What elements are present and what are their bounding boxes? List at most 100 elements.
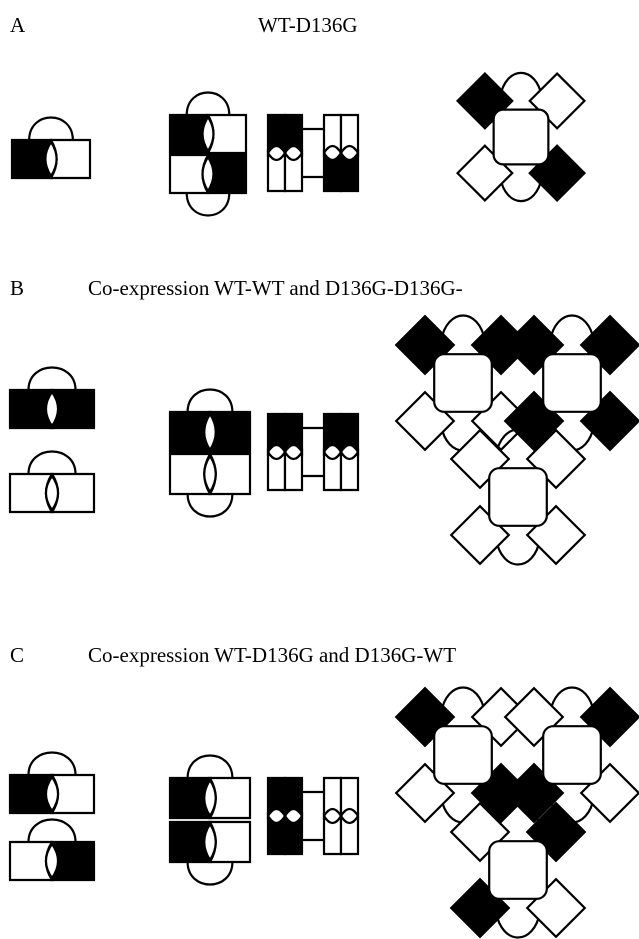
panel-c-letter: C bbox=[10, 643, 24, 667]
linked-block bbox=[283, 812, 304, 856]
panel-c-tetramer-3 bbox=[449, 801, 587, 939]
linked-block bbox=[322, 448, 343, 492]
tetramer-subunit bbox=[503, 314, 565, 376]
tetramer-pore bbox=[542, 353, 602, 413]
panel-c-tetramer-1 bbox=[394, 686, 532, 824]
subunit-lens bbox=[44, 842, 60, 880]
linked-block bbox=[322, 412, 343, 456]
panel-a-tetramer bbox=[455, 71, 587, 203]
subunit-loop bbox=[27, 751, 77, 776]
tetramer-loop-top bbox=[439, 314, 487, 342]
tetramer-pore bbox=[433, 725, 493, 785]
linked-block bbox=[339, 113, 360, 157]
subunit-lens bbox=[203, 411, 217, 453]
subunit-loop bbox=[185, 192, 231, 217]
subunit-loop bbox=[185, 91, 231, 116]
subunit-lens bbox=[203, 777, 217, 819]
linked-block bbox=[283, 149, 304, 193]
panel-a-title: WT-D136G bbox=[258, 13, 358, 37]
subunit-loop bbox=[186, 861, 234, 886]
linked-block bbox=[283, 776, 304, 820]
subunit-loop bbox=[27, 366, 77, 391]
linked-block bbox=[266, 113, 287, 157]
tetramer-pore bbox=[542, 725, 602, 785]
panel-a-monomer bbox=[10, 116, 92, 180]
panel-c: C Co-expression WT-D136G and D136G-WT bbox=[8, 643, 639, 939]
tetramer-loop-top bbox=[494, 801, 542, 829]
subunit-lens bbox=[203, 821, 217, 863]
panel-a-dimer-linked-pair bbox=[266, 113, 360, 193]
panel-c-monomer-1 bbox=[8, 751, 96, 815]
linked-block bbox=[266, 149, 287, 193]
panel-c-tetramer-2 bbox=[503, 686, 639, 824]
panel-b-title: Co-expression WT-WT and D136G-D136G- bbox=[88, 276, 463, 300]
panel-b-dimer-linked-pair bbox=[266, 412, 360, 492]
linked-block bbox=[283, 448, 304, 492]
linked-block bbox=[339, 812, 360, 856]
tetramer-loop-top bbox=[494, 428, 542, 456]
panel-b-tetramer-2 bbox=[503, 314, 639, 452]
subunit-lens bbox=[201, 154, 215, 194]
tetramer-loop-top bbox=[548, 314, 596, 342]
tetramer-subunit bbox=[528, 71, 587, 130]
tetramer-pore bbox=[433, 353, 493, 413]
linked-block bbox=[266, 448, 287, 492]
panel-c-dimer-linked-pair bbox=[266, 776, 360, 856]
tetramer-loop-bottom bbox=[494, 911, 542, 939]
panel-b-monomer-empty bbox=[8, 450, 96, 514]
subunit-lens bbox=[44, 775, 60, 813]
tetramer-pore bbox=[488, 840, 548, 900]
tetramer-subunit bbox=[394, 686, 456, 748]
tetramer-loop-top bbox=[499, 71, 543, 98]
subunit-lens bbox=[44, 474, 60, 512]
panel-c-monomer-2 bbox=[8, 818, 96, 882]
linked-block bbox=[283, 412, 304, 456]
linked-block bbox=[322, 776, 343, 820]
panel-c-title: Co-expression WT-D136G and D136G-WT bbox=[88, 643, 456, 667]
panel-a-dimer-loop-pair bbox=[168, 91, 248, 217]
linked-block bbox=[266, 776, 287, 820]
panel-b-monomer-filled bbox=[8, 366, 96, 430]
linked-block bbox=[322, 149, 343, 193]
linked-block bbox=[339, 412, 360, 456]
linked-block bbox=[339, 448, 360, 492]
panel-b: B Co-expression WT-WT and D136G-D136G- bbox=[8, 276, 639, 566]
subunit-loop bbox=[27, 818, 77, 843]
panel-b-dimer-loop-pair bbox=[168, 388, 252, 518]
tetramer-subunit bbox=[525, 428, 587, 490]
panel-c-dimer-loop-pair bbox=[168, 754, 252, 886]
subunit-loop bbox=[28, 116, 74, 141]
tetramer-subunit bbox=[503, 686, 565, 748]
panel-a-letter: A bbox=[10, 13, 26, 37]
linked-block bbox=[322, 113, 343, 157]
subunit-lens bbox=[203, 453, 217, 495]
linked-block bbox=[266, 812, 287, 856]
subunit-lens bbox=[44, 390, 60, 428]
linked-block bbox=[339, 149, 360, 193]
linked-block bbox=[283, 113, 304, 157]
subunit-loop bbox=[27, 450, 77, 475]
tetramer-subunit bbox=[579, 686, 639, 748]
panel-b-letter: B bbox=[10, 276, 24, 300]
tetramer-pore bbox=[488, 467, 548, 527]
tetramer-loop-bottom bbox=[499, 176, 543, 203]
panel-b-tetramer-3 bbox=[449, 428, 587, 566]
tetramer-pore bbox=[492, 108, 550, 166]
subunit-lens bbox=[44, 140, 58, 178]
panel-a: A WT-D136G bbox=[10, 13, 587, 217]
linked-block bbox=[266, 412, 287, 456]
linked-block bbox=[339, 776, 360, 820]
tetramer-loop-top bbox=[548, 686, 596, 714]
subunit-loop bbox=[186, 388, 234, 413]
panel-b-tetramer-1 bbox=[394, 314, 532, 452]
subunit-loop bbox=[186, 754, 234, 779]
tetramer-subunit bbox=[579, 314, 639, 376]
tetramer-loop-top bbox=[439, 686, 487, 714]
subunit-loop bbox=[186, 493, 234, 518]
tetramer-loop-bottom bbox=[494, 538, 542, 566]
tetramer-subunit bbox=[449, 801, 511, 863]
linked-block bbox=[322, 812, 343, 856]
subunit-lens bbox=[201, 114, 215, 154]
tetramer-subunit bbox=[525, 801, 587, 863]
